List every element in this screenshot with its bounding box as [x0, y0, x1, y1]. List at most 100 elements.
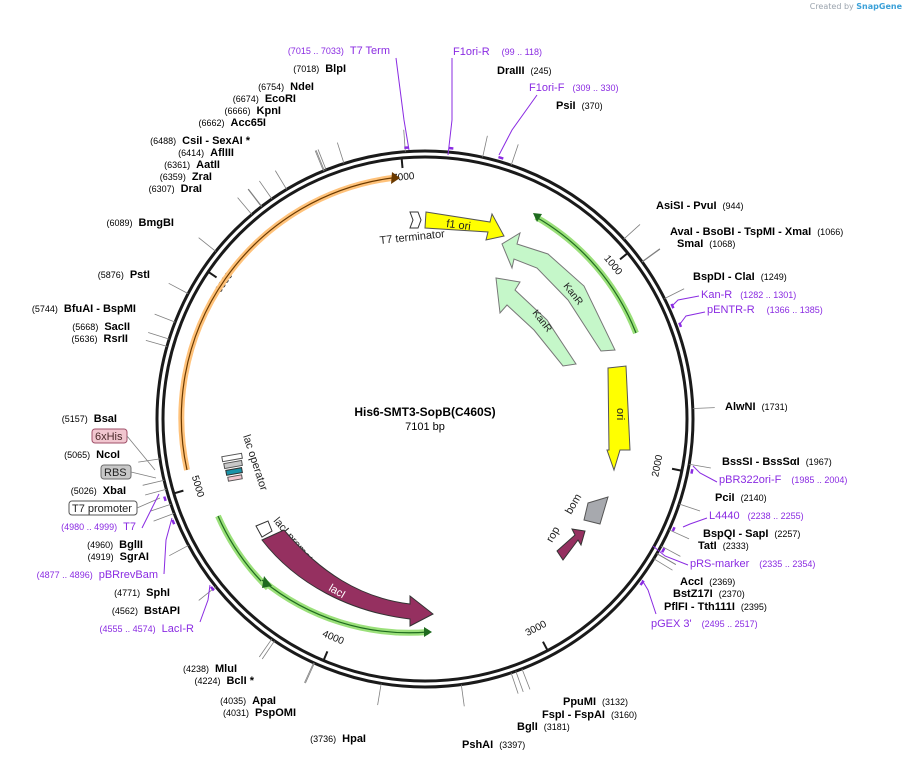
- primer-laci-r[interactable]: (4555 .. 4574)LacI-R: [100, 623, 195, 635]
- primer-pgex3[interactable]: pGEX 3'(2495 .. 2517): [651, 618, 758, 630]
- primer-pbr322ori-f[interactable]: pBR322ori-F(1985 .. 2004): [719, 474, 847, 486]
- site-tick: [247, 189, 262, 207]
- site-bgli[interactable]: BglI(3181): [517, 721, 570, 733]
- site-mlui[interactable]: (4238)MluI: [183, 663, 237, 675]
- site-tick: [169, 544, 189, 557]
- tick-mark: [542, 641, 549, 651]
- lac-operator-label: lac operator: [240, 433, 269, 492]
- site-ecori[interactable]: (6674)EcoRI: [233, 93, 296, 105]
- site-kpni[interactable]: (6666)KpnI: [225, 105, 281, 117]
- primer-leaders: [141, 57, 718, 623]
- label-6xhis[interactable]: 6xHis: [91, 428, 128, 444]
- feature-rop[interactable]: rop: [544, 525, 586, 561]
- tick-label: 7000: [392, 171, 416, 184]
- site-tick: [259, 180, 273, 200]
- box-leaders: [126, 435, 161, 509]
- site-bfuai-bspmi[interactable]: (5744)BfuAI - BspMI: [32, 303, 136, 315]
- site-bstapi[interactable]: (4562)BstAPI: [112, 605, 180, 617]
- feature-bom[interactable]: bom: [563, 492, 609, 525]
- site-tick: [692, 407, 715, 409]
- site-fspi-fspai[interactable]: FspI - FspAI(3160): [542, 709, 637, 721]
- primer-arc: [163, 496, 167, 502]
- site-tick: [521, 668, 531, 690]
- tick-label: 4000: [321, 629, 346, 648]
- site-draiii[interactable]: DraIII(245): [497, 65, 552, 77]
- site-sgrai[interactable]: (4919)SgrAI: [88, 551, 149, 563]
- primer-arc: [171, 519, 176, 525]
- site-smai[interactable]: SmaI(1068): [677, 238, 735, 250]
- site-tick: [148, 332, 170, 340]
- site-zrai[interactable]: (6359)ZraI: [160, 171, 212, 183]
- primer-pbrrevbam[interactable]: (4877 .. 4896)pBRrevBam: [37, 569, 158, 581]
- site-bglii[interactable]: (4960)BglII: [87, 539, 143, 551]
- site-tati[interactable]: TatI(2333): [698, 540, 749, 552]
- site-ppumi[interactable]: PpuMI(3132): [563, 696, 628, 708]
- site-bsai[interactable]: (5157)BsaI: [62, 413, 117, 425]
- primer-pentr-r[interactable]: pENTR-R(1366 .. 1385): [707, 304, 823, 316]
- bom-label: bom: [563, 492, 584, 517]
- primer-t7[interactable]: (4980 .. 4999)T7: [61, 521, 136, 533]
- site-bmgbi[interactable]: (6089)BmgBI: [107, 217, 174, 229]
- site-ava-xmai[interactable]: AvaI - BsoBI - TspMI - XmaI(1066): [670, 226, 843, 238]
- site-psti[interactable]: (5876)PstI: [98, 269, 150, 281]
- site-pspomi[interactable]: (4031)PspOMI: [223, 707, 296, 719]
- map-length: 7101 bp: [405, 421, 445, 433]
- site-csii-sexai[interactable]: (6488)CsiI - SexAI *: [150, 135, 251, 147]
- f1-ori-label: f1 ori: [446, 218, 472, 233]
- site-tick: [482, 135, 488, 158]
- site-sacii[interactable]: (5668)SacII: [72, 321, 130, 333]
- orf-arc-green-2-head: [262, 576, 272, 588]
- site-layer: [138, 129, 715, 707]
- feature-lac-operator[interactable]: lac operator: [221, 433, 270, 492]
- site-pshai[interactable]: PshAI(3397): [462, 739, 525, 751]
- site-blpi[interactable]: (7018)BlpI: [293, 63, 346, 75]
- site-apai[interactable]: (4035)ApaI: [220, 695, 276, 707]
- site-ncoi[interactable]: (5065)NcoI: [64, 449, 120, 461]
- site-afliii[interactable]: (6414)AflIII: [178, 147, 234, 159]
- site-acc65i[interactable]: (6662)Acc65I: [199, 117, 267, 129]
- site-drai[interactable]: (6307)DraI: [149, 183, 202, 195]
- label-t7-promoter[interactable]: T7 promoter: [68, 500, 138, 516]
- site-alwni[interactable]: AlwNI(1731): [725, 401, 788, 413]
- tick-mark: [207, 270, 218, 279]
- site-tick: [304, 662, 314, 683]
- site-pflfi-tth111i[interactable]: PflFI - Tth111I(2395): [664, 601, 767, 613]
- site-asisi-pvui[interactable]: AsiSI - PvuI(944): [656, 200, 744, 212]
- site-ndei[interactable]: (6754)NdeI: [258, 81, 314, 93]
- primer-prs-marker[interactable]: pRS-marker(2335 .. 2354): [690, 558, 815, 570]
- primer-t7-term[interactable]: (7015 .. 7033)T7 Term: [288, 45, 390, 57]
- feature-kanr-1[interactable]: KanR: [501, 231, 616, 352]
- tick-mark: [322, 650, 329, 661]
- label-rbs[interactable]: RBS: [100, 464, 132, 480]
- site-tick: [336, 142, 345, 164]
- site-aatii[interactable]: (6361)AatII: [164, 159, 220, 171]
- site-psii[interactable]: PsiI(370): [556, 100, 603, 112]
- site-sphi[interactable]: (4771)SphI: [114, 587, 170, 599]
- primer-arc: [661, 547, 666, 553]
- site-acci[interactable]: AccI(2369): [680, 576, 735, 588]
- feature-ori[interactable]: ori: [606, 365, 631, 472]
- feature-laci[interactable]: lacI: [261, 529, 434, 627]
- site-tick: [145, 340, 168, 347]
- site-bstz17i[interactable]: BstZ17I(2370): [673, 588, 745, 600]
- site-bspdi-clai[interactable]: BspDI - ClaI(1249): [693, 271, 787, 283]
- site-tick: [153, 513, 175, 522]
- site-xbai[interactable]: (5026)XbaI: [71, 485, 126, 497]
- site-pcii[interactable]: PciI(2140): [715, 492, 767, 504]
- site-tick: [377, 683, 382, 706]
- site-tick: [305, 662, 315, 684]
- site-rsrii[interactable]: (5636)RsrII: [72, 333, 128, 345]
- site-bspqi-sapi[interactable]: BspQI - SapI(2257): [703, 528, 800, 540]
- site-bcli[interactable]: (4224)BclI *: [194, 675, 254, 687]
- primer-f1ori-f[interactable]: F1ori-F(309 .. 330): [529, 82, 618, 94]
- feature-f1-ori[interactable]: f1 ori: [424, 211, 505, 241]
- primer-f1ori-r[interactable]: F1ori-R(99 .. 118): [453, 46, 542, 58]
- primer-l4440[interactable]: L4440(2238 .. 2255): [709, 510, 804, 522]
- site-tick: [145, 488, 167, 496]
- site-hpai[interactable]: (3736)HpaI: [310, 733, 366, 745]
- primer-kan-r[interactable]: Kan-R(1282 .. 1301): [701, 289, 796, 301]
- t7-terminator-label: T7 terminator: [379, 228, 446, 247]
- map-title: His6-SMT3-SopB(C460S): [354, 405, 495, 419]
- site-bsssi[interactable]: BssSI - BssSαI(1967): [722, 456, 832, 468]
- site-tick: [168, 282, 189, 294]
